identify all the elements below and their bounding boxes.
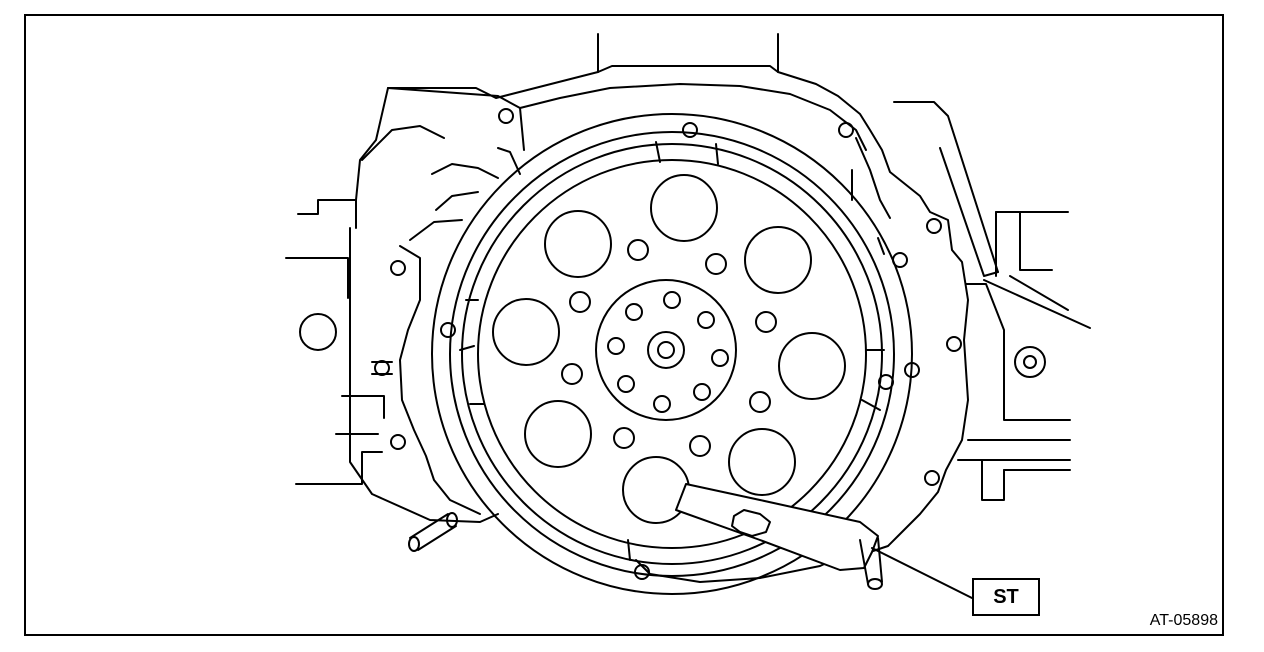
special-tool <box>675 483 883 590</box>
housing-outline <box>355 71 969 583</box>
st-callout-label: ST <box>972 578 1040 616</box>
callout-leader-line <box>871 547 973 599</box>
center-hub <box>595 279 737 421</box>
plate-bolt-holes <box>561 239 777 457</box>
engine-block-left <box>285 199 499 523</box>
lightening-holes <box>492 174 846 524</box>
engine-block-top <box>597 33 779 73</box>
engine-block-right <box>893 101 1091 501</box>
drive-plate <box>431 113 913 595</box>
figure-frame <box>24 14 1224 636</box>
dowel-pins <box>371 361 458 552</box>
figure-id-label: AT-05898 <box>1149 612 1218 629</box>
